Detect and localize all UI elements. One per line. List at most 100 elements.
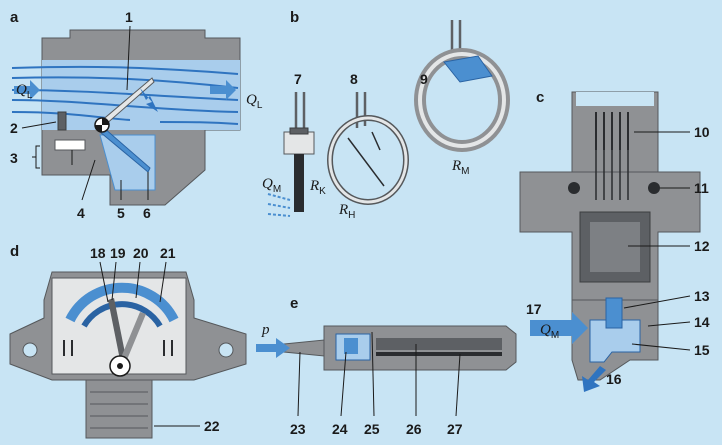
callout-2: 2 [10,120,18,136]
resistor-track-inner [81,301,163,328]
sensor-terminals [63,340,173,356]
seal-ring-right [648,182,660,194]
damping-chamber [99,134,156,191]
meter-contacts [595,112,629,150]
sensor-board-bottom [376,352,502,356]
callout-1: 1 [125,9,133,25]
callout-4: 4 [77,205,85,221]
panel-d-throttle-sensor: d 18 19 20 21 22 [9,243,247,439]
wiper-arm [108,298,126,360]
leader-4 [81,159,96,201]
hot-wire [347,137,385,187]
flow-symbol-in: QL [16,82,33,101]
hot-wire-2 [371,131,381,151]
sensor-film [294,154,304,212]
callout-27: 27 [447,421,463,437]
leader-1 [126,25,131,91]
mount-hole-left [22,342,38,358]
panel-label-c: c [536,89,544,106]
leader-2 [21,121,57,129]
leader-20 [135,261,141,299]
bypass-screw [57,111,67,131]
sensor-head-top [289,127,309,135]
callout-8: 8 [350,71,358,87]
inlet-arrow [14,80,40,100]
callout-26: 26 [406,421,422,437]
sensor-chip [605,297,623,329]
flow-direction-arrow [140,88,158,112]
callout-13: 13 [694,288,710,304]
bypass-channel [54,139,86,151]
inlet-arrow-c [530,312,588,344]
panel-a-flap-sensor: a QL QL 1 2 3 4 5 6 [10,9,263,221]
leader-19 [111,261,117,301]
panel-label-a: a [10,9,19,26]
throttle-shaft-core [117,363,123,369]
flow-dash-arrows [267,193,291,217]
callout-9: 9 [420,71,428,87]
leader-27 [455,353,461,417]
leader-25 [371,331,375,417]
ring-frame-front [328,116,408,204]
connector-ribs [90,391,148,429]
flow-lines [11,65,239,125]
sensor-head [283,131,315,155]
callout-18: 18 [90,245,106,261]
callout-17: 17 [526,301,542,317]
panel-label-b: b [290,9,299,26]
sym-rk: RK [309,178,326,197]
callout-16: 16 [606,371,622,387]
panel-c-hot-film-meter: c QM 10 11 12 13 14 15 16 17 [519,89,710,392]
callout-7: 7 [294,71,302,87]
panel-label-e: e [290,295,298,312]
callout-12: 12 [694,238,710,254]
sym-qm-c: QM [540,322,559,341]
meter-connector-top [576,92,654,106]
sensor-board [376,338,502,350]
callout-11: 11 [694,180,709,196]
connector-plug [85,379,153,439]
callout-25: 25 [364,421,380,437]
callout-19: 19 [110,245,126,261]
callout-6: 6 [143,205,151,221]
seal-ring-left [568,182,580,194]
sym-rh: RH [338,202,355,221]
panel-label-d: d [10,243,19,260]
leader-23 [297,351,301,417]
meter-circuit-chip [590,222,640,272]
meter-traces [595,150,629,200]
callout-14: 14 [694,314,710,330]
callout-5: 5 [117,205,125,221]
callout-10: 10 [694,124,710,140]
pressure-arrow [256,338,290,358]
leader-14 [647,321,691,327]
outlet-arrow-c [582,366,606,392]
callout-3: 3 [10,150,18,166]
film-element [443,55,493,83]
sensor-cell-core [344,338,358,354]
resistor-track-outer [65,282,179,323]
flow-symbol-out: QL [246,92,263,111]
sym-qm: QM [262,176,281,195]
callout-24: 24 [332,421,348,437]
panel-e-pressure-sensor: e p 23 24 25 26 27 [256,295,517,437]
wiper-arm-2 [120,312,146,362]
callout-15: 15 [694,342,710,358]
panel-b-hot-wire-elements: b QM RK RH RM 7 8 9 [262,9,510,221]
sym-p: p [261,322,270,338]
callout-23: 23 [290,421,306,437]
mount-hole-right [218,342,234,358]
leader-24 [340,351,347,417]
sym-rm: RM [451,158,470,177]
leader-13 [623,295,691,309]
leader-21 [159,261,167,303]
callout-21: 21 [160,245,176,261]
pivot-marker [95,118,109,132]
leader-15 [631,343,691,351]
bypass-channel-c [589,319,641,363]
leader-18 [99,261,109,303]
outlet-arrow [210,80,236,100]
film-ring-inner [418,52,506,148]
callout-22: 22 [204,418,220,434]
